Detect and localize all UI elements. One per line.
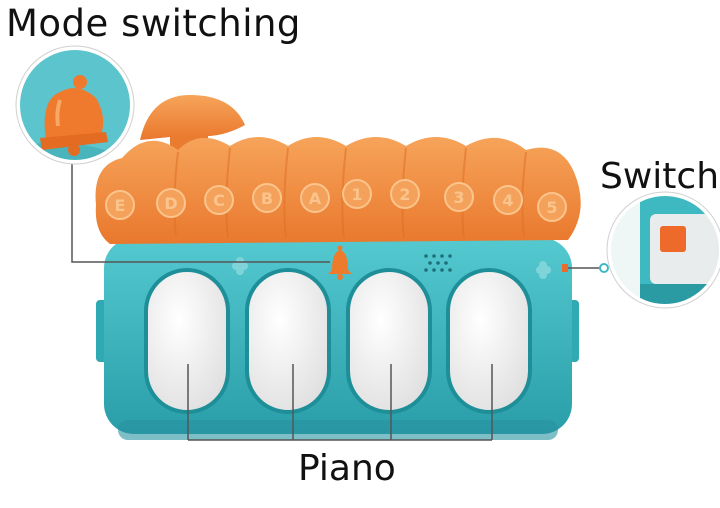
bell-icon[interactable]: [328, 245, 352, 281]
piano-bracket: [187, 364, 493, 441]
piano-key[interactable]: [346, 268, 432, 414]
piano-key[interactable]: [245, 268, 331, 414]
roof-letter: A: [309, 189, 322, 208]
roof-letter: C: [213, 191, 225, 210]
piano-label: Piano: [298, 448, 396, 489]
switch-button[interactable]: [660, 226, 686, 252]
mode-switching-label: Mode switching: [6, 2, 301, 45]
roof-letter: 2: [399, 185, 410, 204]
roof-letter: 5: [546, 198, 557, 217]
piano-keys: [144, 268, 532, 414]
flower-icon: [232, 257, 551, 279]
piano-key[interactable]: [446, 268, 532, 414]
roof-letter: E: [115, 196, 126, 215]
switch-label: Switch: [600, 156, 720, 197]
piano-key[interactable]: [144, 268, 230, 414]
roof-letter: 3: [453, 188, 464, 207]
mode-zoom-circle: [15, 45, 135, 165]
roof-letter: B: [261, 189, 273, 208]
roof-letter: D: [164, 194, 177, 213]
bell-icon: [40, 75, 108, 156]
speaker-grille-icon: [424, 254, 452, 272]
switch-zoom-circle: [606, 191, 720, 309]
roof: [95, 137, 581, 244]
roof-letter-buttons: [105, 179, 567, 222]
mode-callout-line: [71, 158, 330, 263]
roof-letter: 4: [502, 191, 513, 210]
roof-letter: 1: [351, 185, 362, 204]
